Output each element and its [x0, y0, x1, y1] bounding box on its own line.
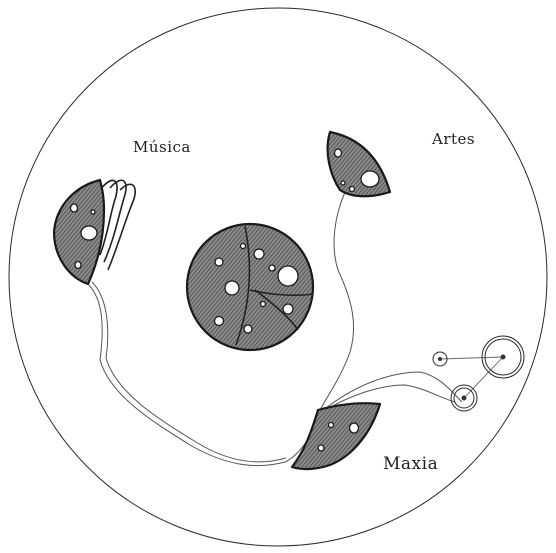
label-maxia: Maxia: [383, 454, 438, 474]
sphere-hole-8: [269, 265, 275, 271]
musica-hole-2: [75, 262, 81, 269]
maxia-pod: [292, 403, 380, 469]
artes-seed-shape: [328, 132, 390, 196]
musica-seed-shape: [54, 180, 135, 284]
sphere-hole-3: [254, 249, 264, 259]
maxia-hole-1: [350, 423, 359, 433]
sphere-hole-4: [215, 258, 223, 266]
orbit-link-1: [440, 357, 503, 359]
musica-hole-1: [71, 204, 78, 212]
artes-hole-3: [341, 181, 345, 185]
sphere-hole-6: [215, 317, 224, 326]
orbit-dot-large: [501, 355, 506, 360]
musica-hole-large: [81, 226, 97, 240]
orbit-dot-small: [438, 357, 442, 361]
central-sphere: [187, 224, 313, 350]
sphere-hole-2: [225, 281, 239, 295]
sphere-hole-9: [261, 302, 266, 307]
thread-artes-to-maxia: [320, 192, 354, 410]
sphere-hole-7: [244, 325, 252, 333]
sphere-hole-5: [283, 304, 293, 314]
sphere-hole-1: [278, 266, 298, 286]
artes-hole-2: [350, 187, 355, 192]
label-artes: Artes: [431, 130, 475, 148]
musica-petals: [100, 180, 135, 270]
orbit-circles: [433, 336, 524, 411]
musica-hole-3: [91, 210, 95, 214]
artes-pod: [328, 132, 390, 196]
maxia-hole-3: [329, 423, 334, 428]
label-musica: Música: [133, 138, 191, 156]
artes-hole-1: [335, 149, 342, 157]
orbit-dot-medium: [462, 396, 467, 401]
thread-maxia-to-circles-2: [326, 372, 462, 408]
maxia-hole-2: [318, 445, 324, 451]
maxia-seed-shape: [292, 403, 380, 469]
artes-hole-large: [361, 171, 379, 187]
sphere-hole-10: [241, 244, 246, 249]
